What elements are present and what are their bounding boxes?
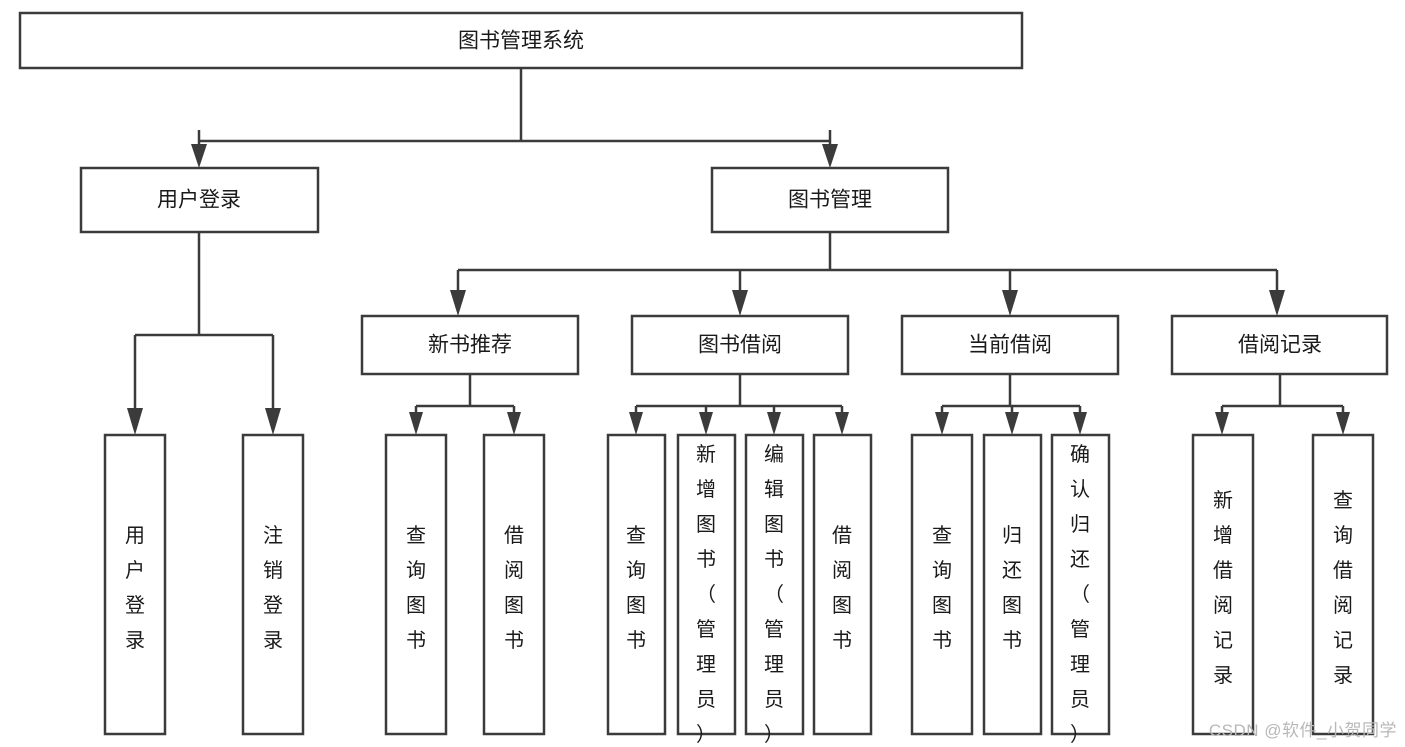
leaf-cur-return-book-box[interactable]: [982, 433, 1043, 736]
node-current-borrow-label: 当前借阅: [968, 334, 1052, 357]
leaf-user-logout-label: 注销登录: [263, 524, 283, 652]
leaf-node-user-logout[interactable]: 注销登录: [241, 433, 305, 736]
leaf-node-user-login[interactable]: 用户登录: [103, 433, 167, 736]
leaf-cur-query-book-box[interactable]: [910, 433, 974, 736]
leaf-node-rec-borrow-book[interactable]: 借阅图书: [482, 433, 546, 736]
node-new-book-rec-label: 新书推荐: [428, 334, 512, 357]
arrow-head-leaf-borrow-borrow-book: [835, 412, 849, 435]
leaf-rec-query-record-box[interactable]: [1311, 433, 1375, 736]
leaf-node-borrow-edit-book[interactable]: 编辑图书（管理员）: [744, 433, 805, 746]
arrow-head-book-borrow: [732, 290, 748, 316]
leaf-node-borrow-borrow-book[interactable]: 借阅图书: [812, 433, 873, 736]
leaf-node-cur-return-book[interactable]: 归还图书: [982, 433, 1043, 736]
arrow-head-leaf-cur-return-book: [1005, 412, 1019, 435]
arrow-head-book-manage: [822, 144, 838, 168]
arrow-head-user-login: [191, 144, 207, 168]
node-book-borrow-label: 图书借阅: [698, 334, 782, 357]
arrow-head-leaf-borrow-edit-book: [767, 412, 781, 435]
arrow-head-leaf-rec-borrow-book: [507, 412, 521, 435]
leaf-node-borrow-query-book[interactable]: 查询图书: [606, 433, 667, 736]
leaf-rec-query-book-box[interactable]: [384, 433, 448, 736]
leaf-rec-query-book-label: 查询图书: [406, 524, 426, 652]
node-book-manage-label: 图书管理: [788, 189, 872, 212]
arrow-head-leaf-borrow-add-book: [699, 412, 713, 435]
arrow-head-leaf-rec-query-book: [409, 412, 423, 435]
leaf-cur-query-book-label: 查询图书: [932, 524, 952, 652]
node-current-borrow-box[interactable]: [900, 314, 1120, 376]
node-book-borrow-box[interactable]: [630, 314, 850, 376]
node-book-manage[interactable]: 图书管理: [710, 166, 950, 234]
node-book-manage-box[interactable]: [710, 166, 950, 234]
node-user-login-label: 用户登录: [157, 189, 241, 212]
leaf-borrow-edit-book-box[interactable]: [744, 433, 805, 736]
node-borrow-record[interactable]: 借阅记录: [1170, 314, 1389, 376]
leaf-borrow-borrow-book-box[interactable]: [812, 433, 873, 736]
leaf-user-login-label: 用户登录: [125, 525, 145, 652]
leaf-user-logout-box[interactable]: [241, 433, 305, 736]
arrow-head-leaf-user-login: [127, 408, 143, 435]
leaf-borrow-borrow-book-label: 借阅图书: [832, 524, 852, 652]
leaf-borrow-query-book-box[interactable]: [606, 433, 667, 736]
leaf-rec-add-record-label: 新增借阅记录: [1213, 489, 1233, 687]
node-borrow-record-label: 借阅记录: [1238, 334, 1322, 357]
node-new-book-rec[interactable]: 新书推荐: [360, 314, 580, 376]
leaf-cur-confirm-return-label: 确认归还（管理员）: [1070, 443, 1090, 746]
leaf-borrow-add-book-box[interactable]: [676, 433, 737, 736]
leaf-borrow-query-book-label: 查询图书: [626, 524, 646, 652]
leaf-node-rec-query-book[interactable]: 查询图书: [384, 433, 448, 736]
leaf-node-rec-add-record[interactable]: 新增借阅记录: [1191, 433, 1255, 736]
leaf-borrow-edit-book-label: 编辑图书（管理员）: [764, 443, 784, 746]
node-borrow-record-box[interactable]: [1170, 314, 1389, 376]
leaf-node-cur-query-book[interactable]: 查询图书: [910, 433, 974, 736]
csdn-watermark: CSDN @软件_小贺同学: [1208, 721, 1397, 740]
leaf-node-borrow-add-book[interactable]: 新增图书（管理员）: [676, 433, 737, 746]
leaf-node-cur-confirm-return[interactable]: 确认归还（管理员）: [1050, 433, 1111, 746]
arrow-head-borrow-record: [1269, 290, 1285, 316]
node-user-login[interactable]: 用户登录: [79, 166, 320, 234]
connector-layer: [127, 68, 1350, 435]
node-book-borrow[interactable]: 图书借阅: [630, 314, 850, 376]
arrow-head-leaf-rec-query-record: [1336, 412, 1350, 435]
arrow-head-new-book-rec: [450, 290, 466, 316]
leaf-borrow-add-book-label: 新增图书（管理员）: [696, 443, 716, 746]
arrow-head-leaf-cur-query-book: [935, 412, 949, 435]
arrow-head-leaf-borrow-query-book: [629, 412, 643, 435]
node-root-box[interactable]: [18, 11, 1024, 70]
arrow-head-leaf-user-logout: [265, 408, 281, 435]
leaf-rec-query-record-label: 查询借阅记录: [1333, 489, 1353, 687]
leaf-rec-borrow-book-box[interactable]: [482, 433, 546, 736]
arrow-head-leaf-cur-confirm-return: [1073, 412, 1087, 435]
leaf-cur-confirm-return-box[interactable]: [1050, 433, 1111, 736]
leaf-rec-borrow-book-label: 借阅图书: [504, 524, 524, 652]
node-user-login-box[interactable]: [79, 166, 320, 234]
leaf-user-login-box[interactable]: [103, 433, 167, 736]
arrow-head-current-borrow: [1002, 290, 1018, 316]
node-root[interactable]: 图书管理系统: [18, 11, 1024, 70]
leaf-cur-return-book-label: 归还图书: [1002, 524, 1022, 652]
leaf-node-rec-query-record[interactable]: 查询借阅记录: [1311, 433, 1375, 736]
arrow-head-leaf-rec-add-record: [1215, 412, 1229, 435]
node-current-borrow[interactable]: 当前借阅: [900, 314, 1120, 376]
node-new-book-rec-box[interactable]: [360, 314, 580, 376]
node-root-label: 图书管理系统: [458, 30, 584, 53]
leaf-rec-add-record-box[interactable]: [1191, 433, 1255, 736]
